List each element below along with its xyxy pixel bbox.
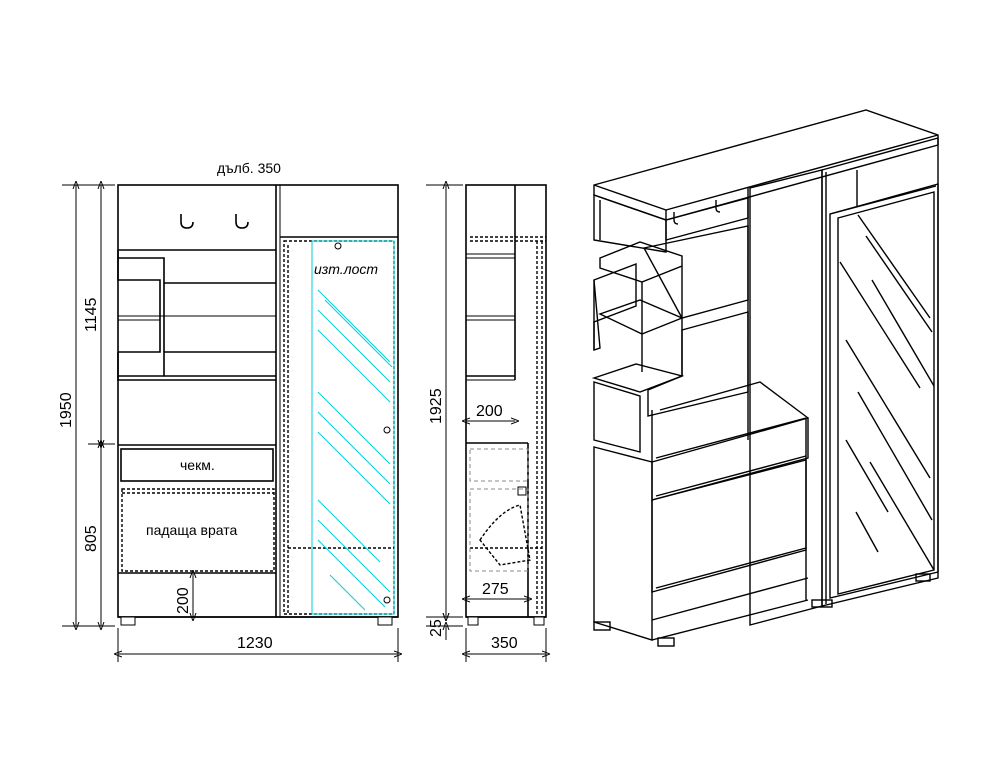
- front-view: дълб. 350 чекм. падаща вр: [58, 160, 398, 662]
- isometric-view: [591, 109, 939, 647]
- dim-shelf-depth: 200: [476, 403, 503, 420]
- mirror-door-frame: [283, 240, 395, 615]
- coat-hook-right-icon: [235, 214, 249, 229]
- drawer: [120, 448, 274, 482]
- coat-hook-left-icon: [180, 214, 194, 229]
- front-leg-left: [120, 616, 136, 626]
- dim-lower-height: 805: [83, 525, 100, 552]
- iso-hook-left-icon: [673, 212, 679, 225]
- mirror-label: изт.лост: [314, 261, 378, 277]
- flap-door: [121, 488, 275, 572]
- iso-base-side: [593, 446, 653, 641]
- dim-upper-height: 1145: [83, 297, 100, 332]
- flap-swing: [479, 504, 531, 566]
- mirror-panel: [311, 240, 395, 615]
- side-view: 1925 25 200 275 350: [426, 185, 546, 662]
- dim-total-height: 1950: [58, 392, 75, 428]
- dim-bottom-gap: 200: [175, 587, 192, 614]
- iso-mirror: [837, 191, 935, 595]
- side-outer-frame: [465, 184, 547, 618]
- dim-door-swing: 275: [482, 581, 509, 598]
- iso-hook-right-icon: [715, 200, 721, 213]
- depth-note: дълб. 350: [217, 160, 281, 176]
- dim-leg-height: 25: [428, 619, 445, 637]
- dim-width: 1230: [237, 635, 273, 652]
- dim-side-height: 1925: [428, 388, 445, 424]
- flap-door-label: падаща врата: [146, 522, 237, 538]
- dim-side-depth: 350: [491, 635, 518, 652]
- front-leg-right: [377, 616, 393, 626]
- iso-right-cabinet: [821, 137, 939, 607]
- mirror-hatch: [317, 289, 393, 611]
- drawer-label: чекм.: [180, 457, 215, 473]
